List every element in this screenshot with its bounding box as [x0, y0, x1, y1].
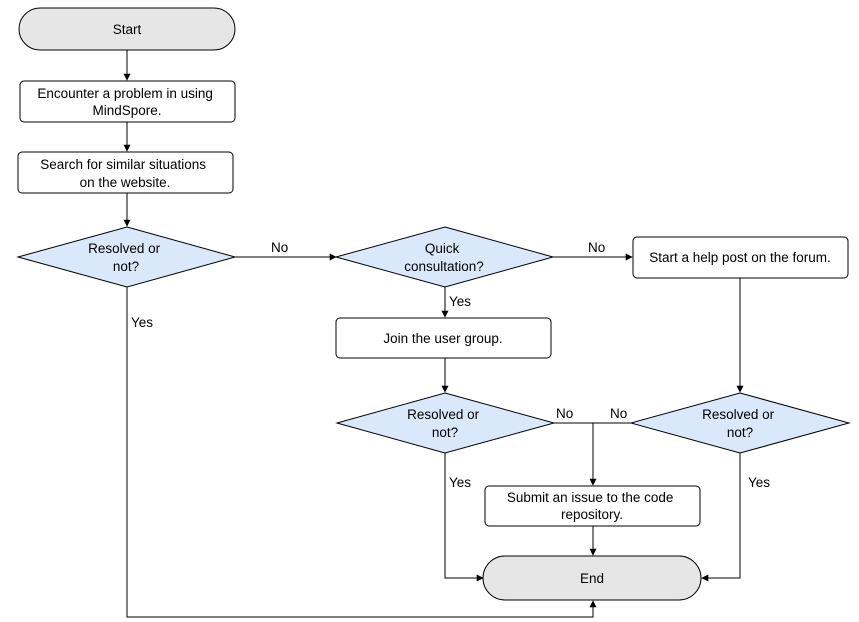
node-encounter: [19, 80, 236, 123]
node-labels: Start Encounter a problem in using MindS…: [37, 22, 830, 586]
edges: [123, 50, 744, 618]
edge-label-r2-yes: Yes: [449, 475, 471, 490]
label-encounter: Encounter a problem in using MindSpore.: [37, 86, 216, 118]
node-quick: [334, 226, 555, 288]
edge-resolved1-end: [126, 287, 597, 618]
edge-resolved2-end: [444, 453, 484, 582]
edge-label-r1-no: No: [271, 240, 288, 255]
label-submit: Submit an issue to the code repository.: [507, 490, 677, 522]
edge-resolved3-end: [701, 453, 741, 582]
label-start: Start: [113, 22, 142, 37]
edge-label-r1-yes: Yes: [131, 315, 153, 330]
label-resolved1: Resolved or not?: [88, 241, 164, 274]
node-search: [17, 151, 234, 194]
node-submit: [484, 485, 701, 527]
node-start: [18, 7, 236, 51]
label-resolved2: Resolved or not?: [407, 407, 483, 440]
node-resolved1: [16, 226, 237, 288]
node-forum: [632, 236, 849, 279]
node-resolved3: [629, 392, 851, 454]
label-search: Search for similar situations on the web…: [40, 157, 210, 190]
edge-label-quick-no: No: [588, 240, 605, 255]
label-join: Join the user group.: [383, 331, 502, 346]
node-join: [335, 317, 552, 359]
edge-label-r3-yes: Yes: [748, 475, 770, 490]
node-end: [482, 555, 702, 601]
label-quick: Quick consultation?: [404, 241, 484, 274]
edge-label-r2-no: No: [556, 406, 573, 421]
nodes: [16, 7, 851, 601]
edge-label-quick-yes: Yes: [449, 294, 471, 309]
label-end: End: [580, 571, 604, 586]
edge-label-r3-no: No: [610, 406, 627, 421]
label-resolved3: Resolved or not?: [702, 407, 778, 440]
edge-labels: No Yes No Yes No No Yes Yes: [131, 240, 770, 490]
node-resolved2: [335, 392, 556, 454]
label-forum: Start a help post on the forum.: [649, 250, 831, 265]
